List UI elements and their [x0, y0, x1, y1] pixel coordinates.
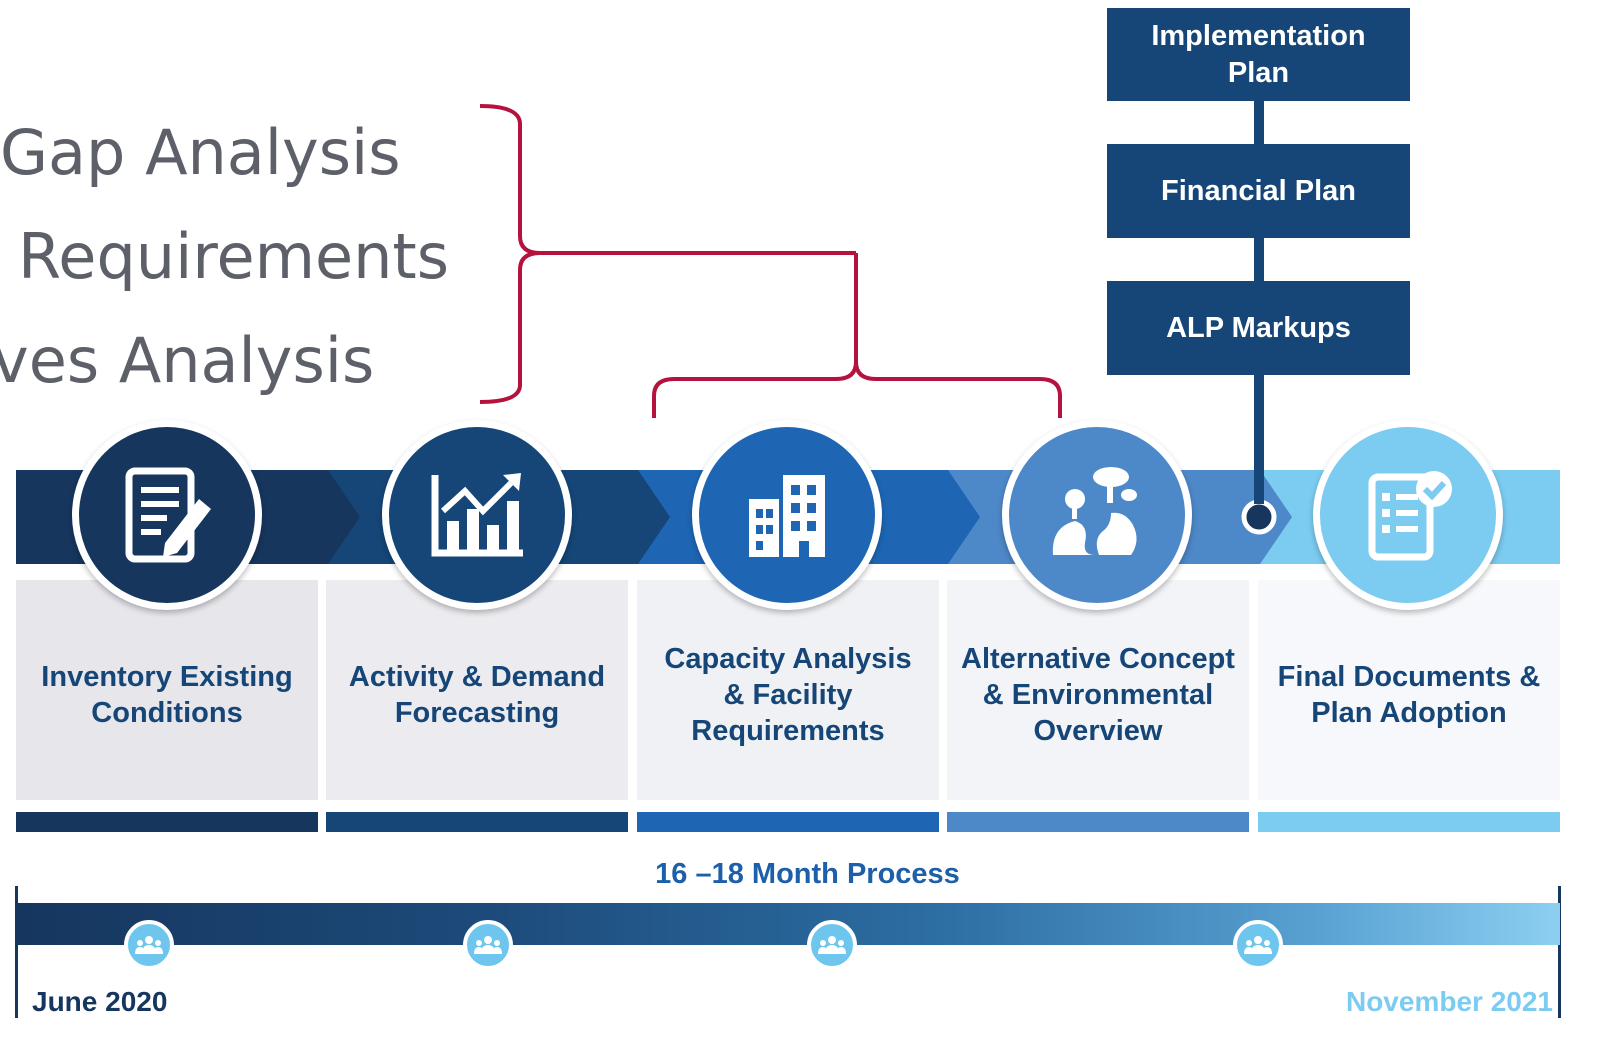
- document-edit-icon: [125, 467, 211, 563]
- phase-list-item-requirements: Requirements: [18, 220, 450, 293]
- meeting-marker: [463, 920, 513, 970]
- financial-plan-box: Financial Plan: [1107, 144, 1410, 238]
- timeline-end-tick: [1558, 886, 1561, 1018]
- timeline-start-date: June 2020: [32, 986, 168, 1017]
- stage-label: Activity & Demand Forecasting: [348, 661, 606, 729]
- stage-circle-1: [72, 420, 262, 610]
- stage-bar-3: [637, 812, 939, 832]
- list-bracket: [479, 104, 856, 404]
- timeline-start-tick: [15, 886, 18, 1018]
- people-group-icon: [1244, 936, 1272, 954]
- stage-panel-1: Inventory Existing Conditions: [16, 580, 318, 800]
- stage-circle-2: [382, 420, 572, 610]
- landscape-icon: [1052, 467, 1137, 555]
- connector-line: [1254, 374, 1264, 504]
- meeting-marker: [1233, 920, 1283, 970]
- stage-panel-5: Final Documents & Plan Adoption: [1258, 580, 1560, 800]
- stage-bar-5: [1258, 812, 1560, 832]
- people-group-icon: [135, 936, 163, 954]
- implementation-plan-box: Implementation Plan: [1107, 8, 1410, 101]
- building-icon: [749, 475, 825, 557]
- connector-line: [1254, 100, 1264, 145]
- stage-label: Final Documents & Plan Adoption: [1277, 661, 1541, 729]
- stage-bar-1: [16, 812, 318, 832]
- phase-list: Gap Analysis Requirements ves Analysis: [0, 0, 480, 420]
- stage-bar-2: [326, 812, 628, 832]
- meeting-marker: [124, 920, 174, 970]
- stage-panel-4: Alternative Concept & Environmental Over…: [947, 580, 1249, 800]
- alp-markups-box: ALP Markups: [1107, 281, 1410, 375]
- growth-chart-icon: [431, 473, 523, 557]
- stage-panel-3: Capacity Analysis & Facility Requirement…: [637, 580, 939, 800]
- phase-list-item-gap-analysis: Gap Analysis: [0, 116, 401, 189]
- people-group-icon: [474, 936, 502, 954]
- stage-panel-2: Activity & Demand Forecasting: [326, 580, 628, 800]
- process-duration-title: 16 –18 Month Process: [655, 858, 960, 890]
- stage-bar-4: [947, 812, 1249, 832]
- stage-label: Capacity Analysis & Facility Requirement…: [664, 643, 912, 747]
- phase-list-item-alternatives-analysis: ves Analysis: [0, 324, 375, 397]
- stage-circle-3: [692, 420, 882, 610]
- connector-dot: [1241, 499, 1277, 535]
- stage-circle-5: [1313, 420, 1503, 610]
- stage-label: Inventory Existing Conditions: [41, 661, 293, 729]
- timeline-end-date: November 2021: [1345, 986, 1553, 1017]
- stage-bracket: [652, 253, 1062, 418]
- stage-label: Alternative Concept & Environmental Over…: [961, 643, 1235, 747]
- stage-circle-4: [1002, 420, 1192, 610]
- checklist-icon: [1368, 471, 1452, 561]
- meeting-marker: [807, 920, 857, 970]
- people-group-icon: [818, 936, 846, 954]
- connector-line: [1254, 237, 1264, 282]
- timeline-bar: [16, 903, 1560, 945]
